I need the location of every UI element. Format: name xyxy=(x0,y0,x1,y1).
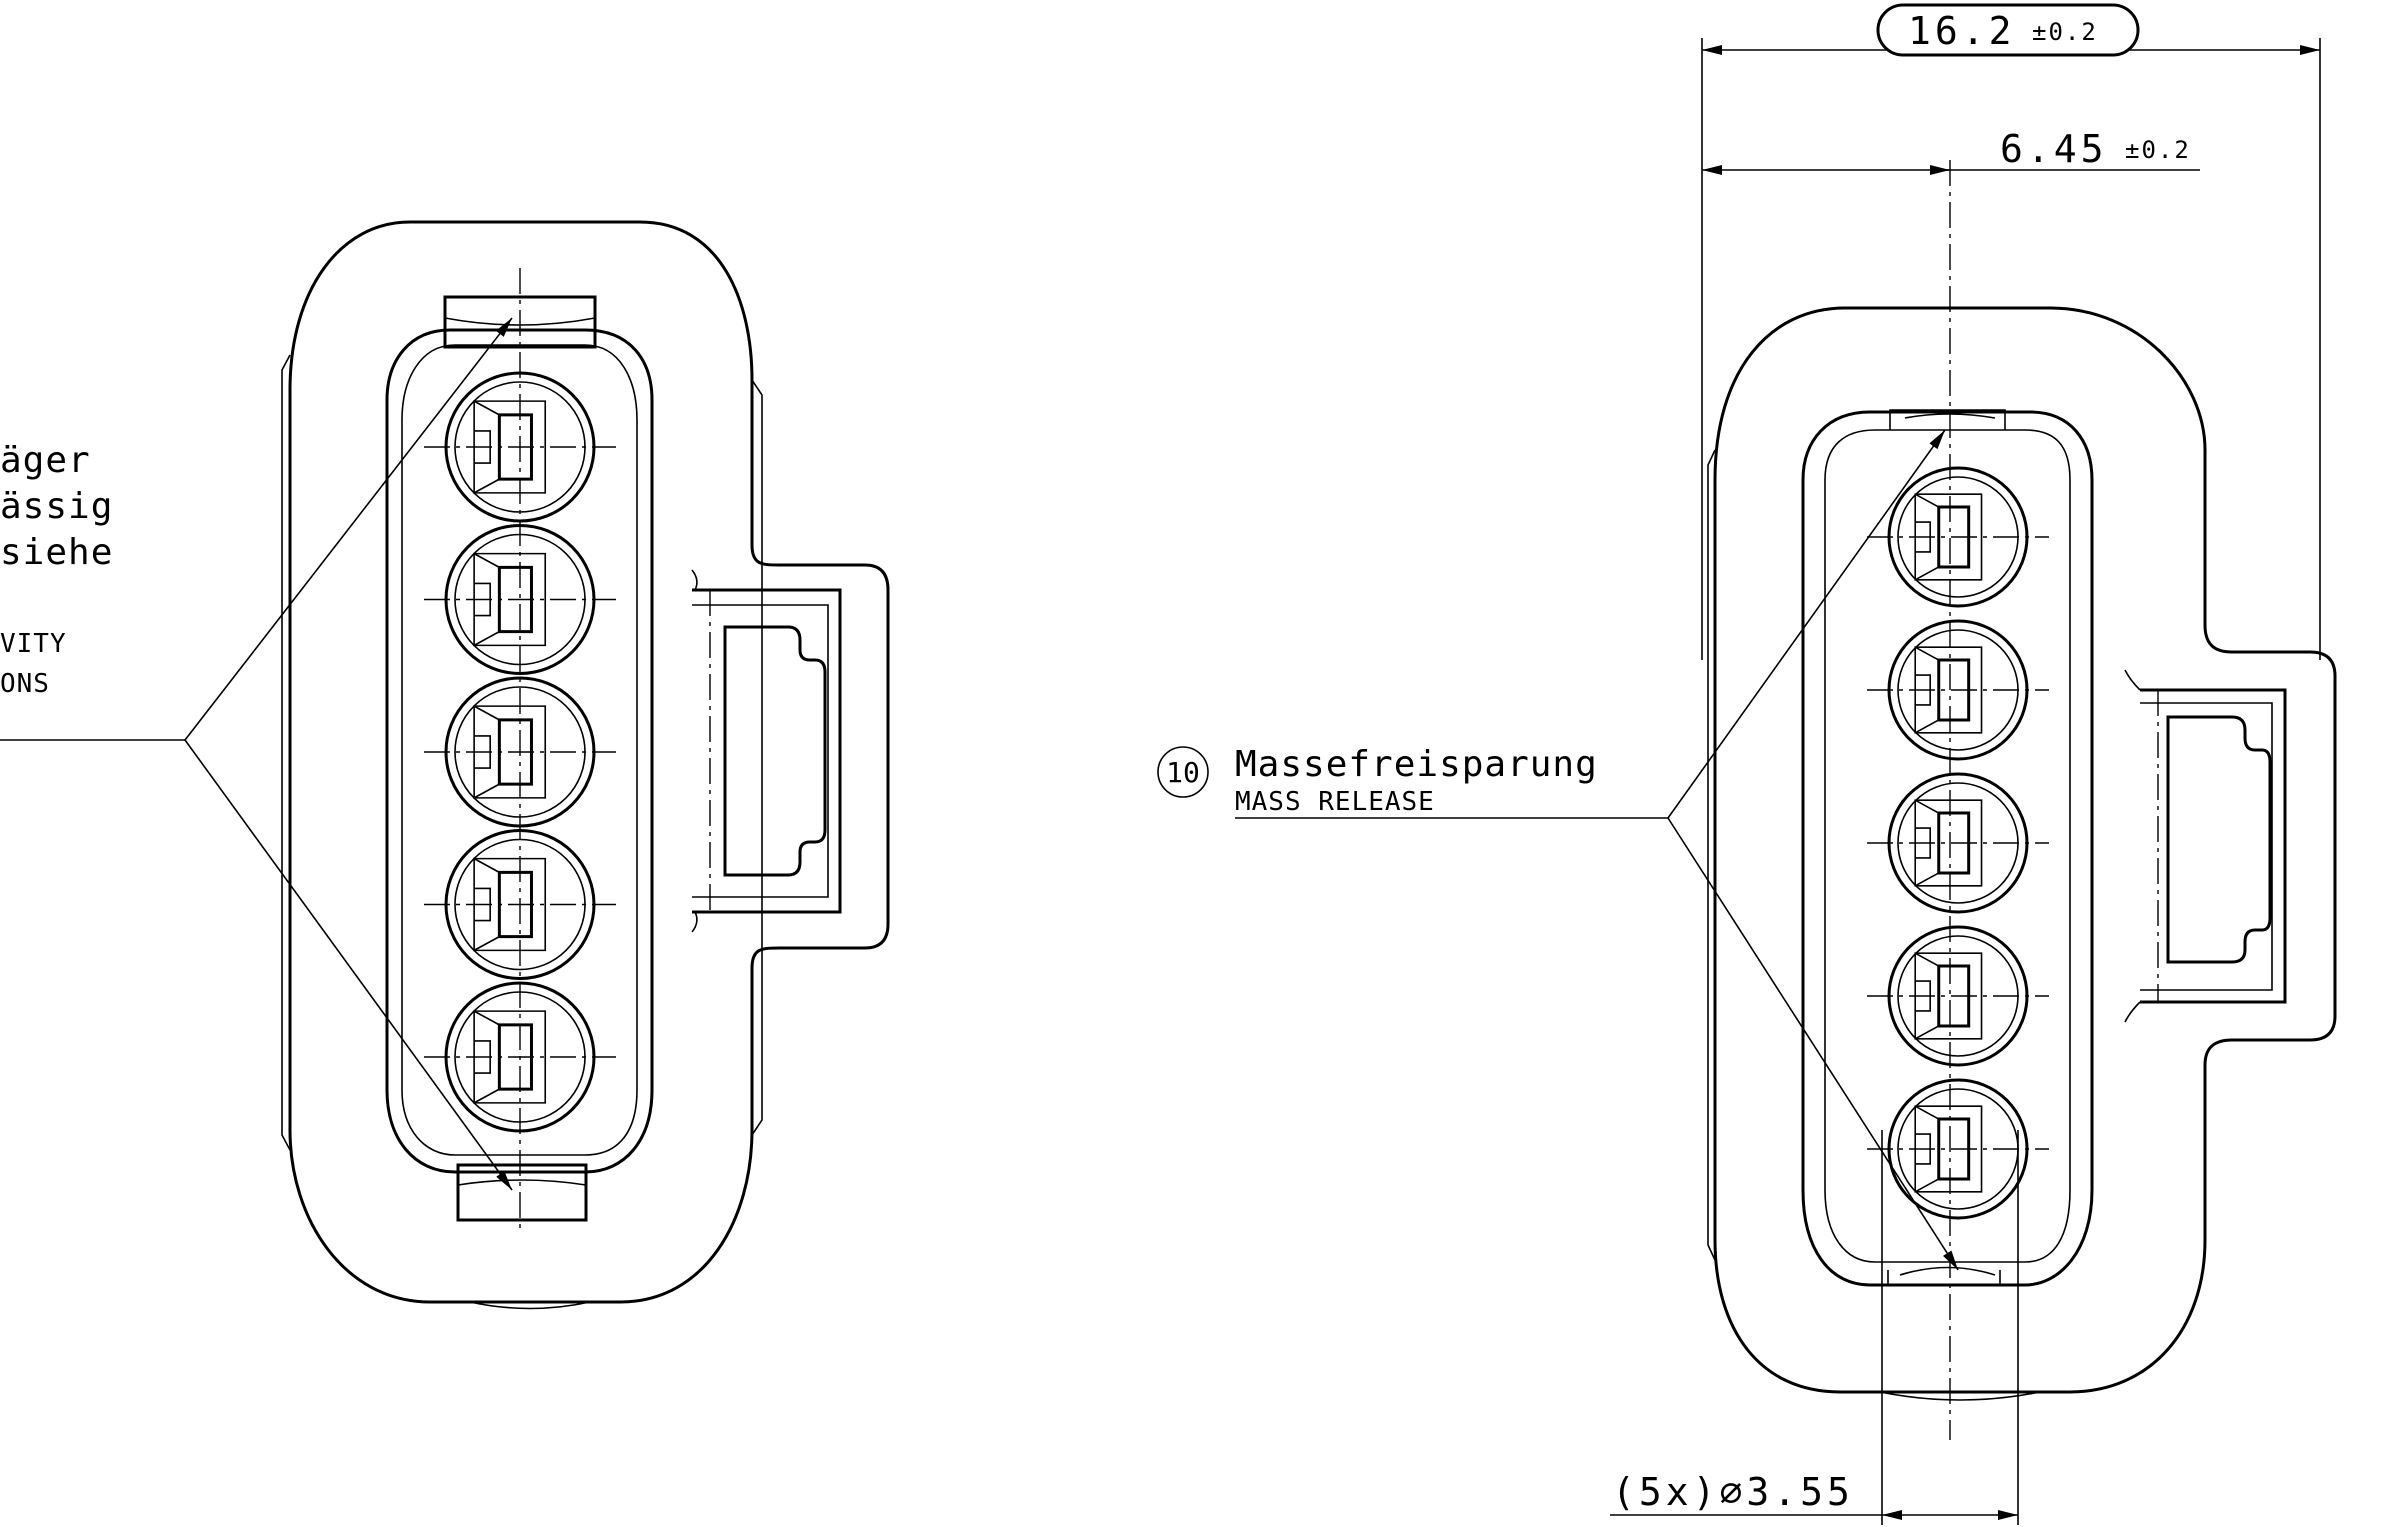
right-cavity-2 xyxy=(1867,619,2049,761)
left-housing-ridge xyxy=(281,354,291,1151)
right-housing-body xyxy=(1713,306,2337,1394)
dimension-offset: 6.45 ±0.2 xyxy=(1702,127,2200,175)
left-connector-view: äger ässig siehe VITY ONS xyxy=(0,220,890,1310)
left-callout-leader xyxy=(0,317,513,1191)
left-latch-top xyxy=(443,295,597,349)
right-inner-cavity-frame xyxy=(1801,410,2094,1287)
right-cavity-3 xyxy=(1867,772,2049,914)
left-side-lock xyxy=(691,569,842,933)
left-callout-text-en-1: VITY xyxy=(0,629,67,659)
left-cavity-2 xyxy=(424,524,616,675)
left-cavity-group xyxy=(424,371,616,1133)
dimension-width-value: 16.2 xyxy=(1908,9,2016,53)
dimension-offset-tolerance: ±0.2 xyxy=(2125,136,2191,164)
right-connector-view: 16.2 ±0.2 6.45 ±0.2 (5x)∅3.55 10 Massefr… xyxy=(1157,3,2337,1525)
left-latch-bottom xyxy=(456,1163,588,1222)
callout-label-en: MASS RELEASE xyxy=(1235,787,1435,817)
left-cavity-3 xyxy=(424,676,616,828)
callout-number-circle xyxy=(1157,746,1209,798)
dimension-offset-value: 6.45 xyxy=(2000,127,2108,171)
dimension-diameter-label: (5x)∅3.55 xyxy=(1612,1470,1854,1514)
callout-number: 10 xyxy=(1166,756,1200,789)
left-callout-text-en-2: ONS xyxy=(0,669,50,699)
left-callout-text-de-2: ässig xyxy=(0,486,113,527)
dimension-diameter: (5x)∅3.55 xyxy=(1610,1130,2019,1525)
callout-mass-release: 10 Massefreisparung MASS RELEASE xyxy=(1157,429,1959,1271)
right-cavity-group xyxy=(1867,466,2049,1220)
right-cavity-4 xyxy=(1867,925,2049,1067)
dimension-width: 16.2 ±0.2 xyxy=(1701,3,2321,660)
dimension-width-frame xyxy=(1876,3,2140,57)
right-cavity-5 xyxy=(1867,1078,2049,1220)
left-cavity-5 xyxy=(424,981,616,1133)
right-cavity-1 xyxy=(1867,466,2049,608)
left-callout-text-de-1: äger xyxy=(0,440,91,481)
callout-label-de: Massefreisparung xyxy=(1235,744,1598,785)
left-cavity-1 xyxy=(424,371,616,523)
left-cavity-4 xyxy=(424,829,616,980)
right-side-lock xyxy=(2124,669,2287,1023)
dimension-width-tolerance: ±0.2 xyxy=(2032,18,2098,46)
left-housing-body xyxy=(288,220,890,1304)
left-callout-text-de-3: siehe xyxy=(0,532,113,573)
right-latch-top xyxy=(1889,409,2006,430)
right-latch-bottom xyxy=(1887,1266,2001,1286)
